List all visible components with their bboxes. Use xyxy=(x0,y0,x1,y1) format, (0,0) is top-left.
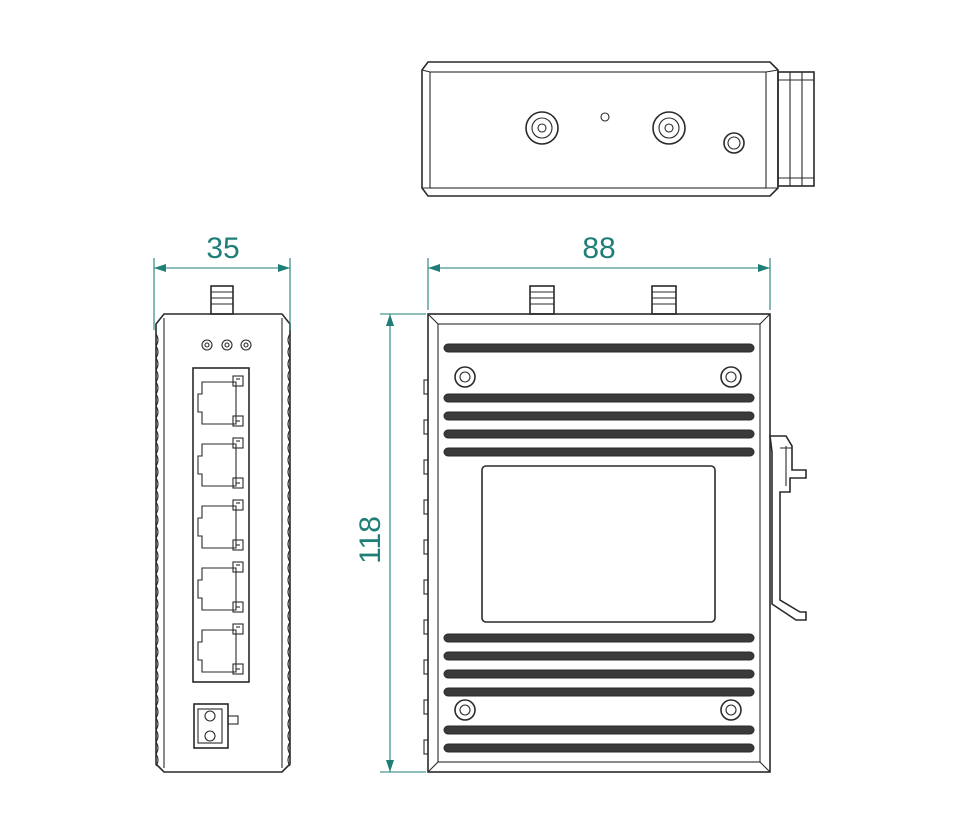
heatsink-fin xyxy=(443,687,755,697)
rj45-port-icon xyxy=(197,623,244,675)
heatsink-fin xyxy=(443,393,755,403)
heatsink-fin xyxy=(443,447,755,457)
led-icon xyxy=(201,339,213,351)
dimension-lines xyxy=(153,258,771,773)
top-view xyxy=(421,61,815,197)
front-view xyxy=(423,285,807,773)
reset-button-icon xyxy=(723,132,745,154)
rj45-port-icon xyxy=(197,561,244,613)
dimension-width-front: 88 xyxy=(582,232,615,265)
led-icon xyxy=(600,112,610,122)
heatsink-fin xyxy=(443,411,755,421)
heatsink-fin xyxy=(443,651,755,661)
din-clip xyxy=(769,435,807,621)
antenna-connector-icon xyxy=(210,285,234,315)
label-window xyxy=(481,465,716,623)
antenna-connector-icon xyxy=(651,285,677,315)
rj45-port-icon xyxy=(197,499,244,551)
antenna-connector-icon xyxy=(652,111,686,145)
led-icon xyxy=(240,339,252,351)
dimension-width-side: 35 xyxy=(206,232,239,265)
screw-icon xyxy=(454,366,476,388)
screw-icon xyxy=(720,699,742,721)
heatsink-fin xyxy=(443,343,755,353)
screw-icon xyxy=(454,699,476,721)
side-view xyxy=(155,285,291,773)
dimension-height-front: 118 xyxy=(354,516,387,564)
heatsink-fin xyxy=(443,743,755,753)
heatsink-fin xyxy=(443,429,755,439)
power-terminal-icon xyxy=(193,703,239,749)
heatsink-fin xyxy=(443,725,755,735)
rj45-port-icon xyxy=(197,375,244,427)
antenna-connector-icon xyxy=(525,111,559,145)
screw-icon xyxy=(720,366,742,388)
heatsink-fin xyxy=(443,669,755,679)
heatsink-fin xyxy=(443,633,755,643)
rj45-port-icon xyxy=(197,437,244,489)
led-icon xyxy=(221,339,233,351)
antenna-connector-icon xyxy=(529,285,555,315)
